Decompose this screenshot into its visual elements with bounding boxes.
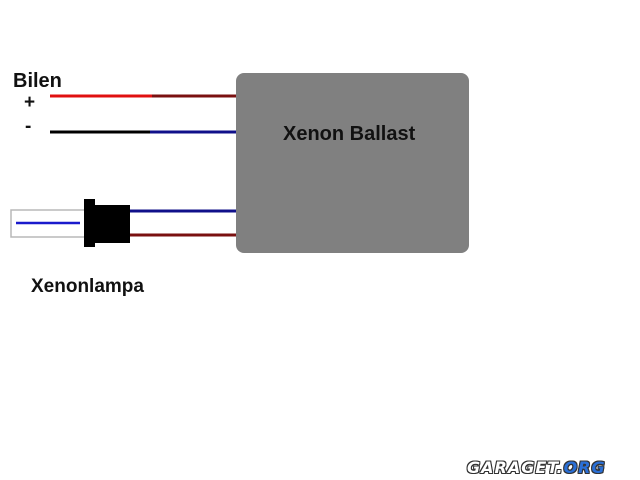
lamp-connector-body [94, 205, 130, 243]
watermark-suffix: ORG [563, 458, 606, 477]
minus-terminal-label: - [25, 116, 32, 137]
xenon-lamp-label: Xenonlampa [31, 276, 144, 297]
lamp-connector-collar [84, 199, 95, 247]
ballast-label: Xenon Ballast [283, 123, 416, 145]
garaget-watermark-logo: GARAGET.ORG [467, 458, 606, 477]
watermark-main: GARAGET. [467, 458, 564, 477]
plus-terminal-label: + [24, 92, 36, 113]
car-label: Bilen [13, 70, 62, 92]
ballast-box [236, 73, 469, 253]
